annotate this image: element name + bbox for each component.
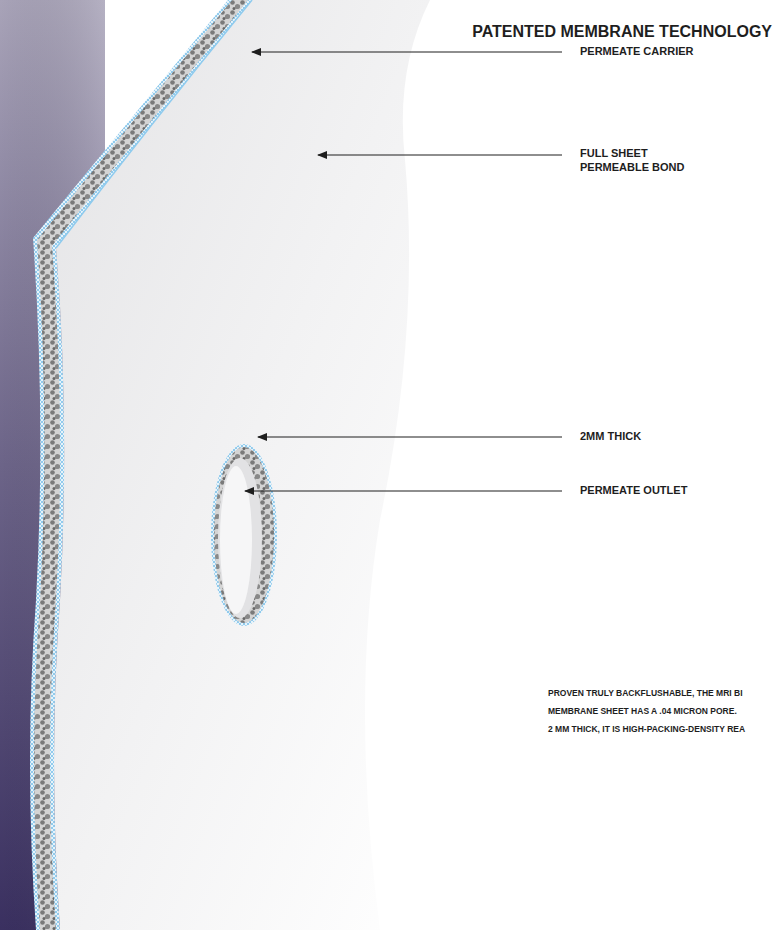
part-label: PERMEATE OUTLET (580, 484, 687, 498)
diagram-title: PATENTED MEMBRANE TECHNOLOGY (472, 22, 772, 42)
leader-lines (245, 52, 562, 491)
note-text: 2 MM THICK, IT IS HIGH-PACKING-DENSITY R… (548, 724, 745, 735)
part-label: PERMEATE CARRIER (580, 45, 693, 59)
part-label: 2MM THICK (580, 430, 641, 444)
note-text: PROVEN TRULY BACKFLUSHABLE, THE MRI BI (548, 688, 743, 699)
part-label: FULL SHEET PERMEABLE BOND (580, 147, 690, 175)
note-text: MEMBRANE SHEET HAS A .04 MICRON PORE. (548, 706, 737, 717)
